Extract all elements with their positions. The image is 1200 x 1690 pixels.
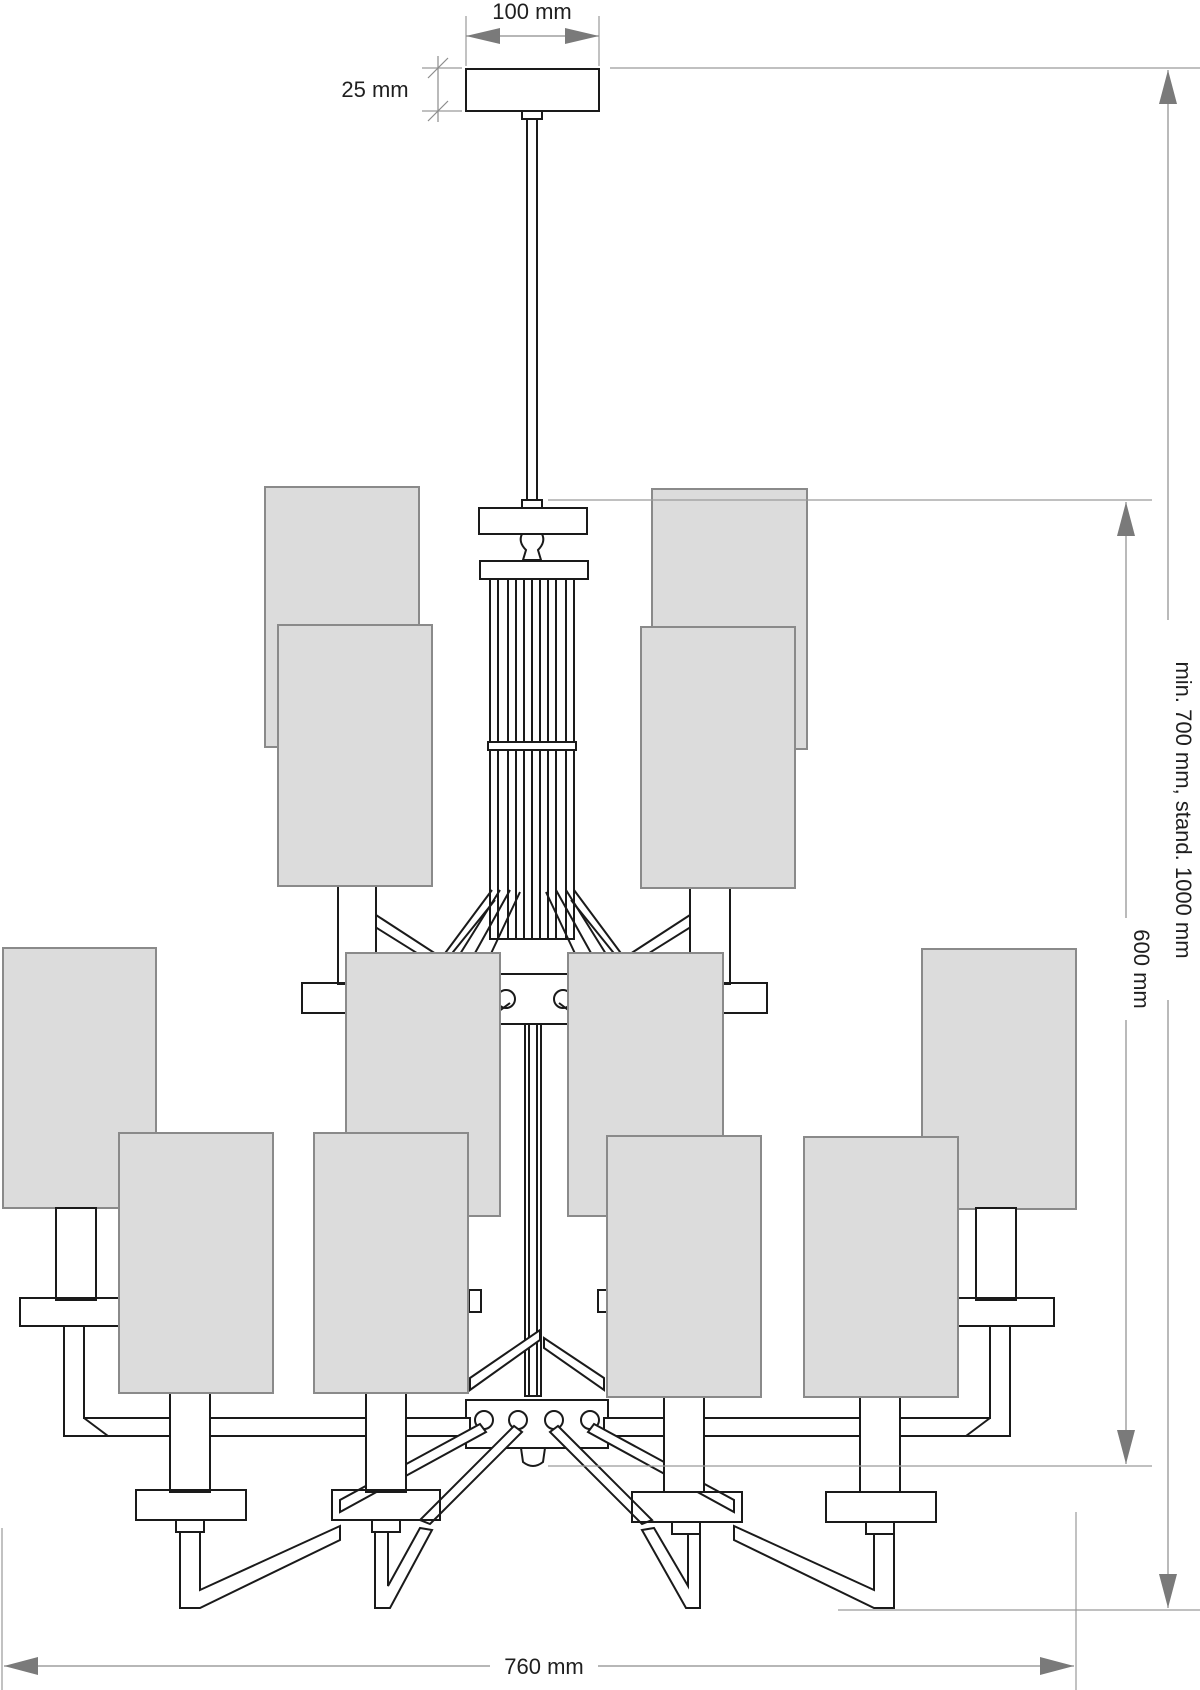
dimension-total-height: min. 700 mm, stand. 1000 mm [610, 67, 1200, 1611]
lower-front-shades [118, 1132, 959, 1398]
lamp-shade [640, 626, 796, 889]
outer-back-candles [19, 1207, 1055, 1327]
candle-sleeve [169, 1391, 211, 1493]
candle-sleeve [55, 1207, 97, 1301]
candle-cup [175, 1519, 205, 1533]
lower-front-candles [135, 1391, 937, 1535]
ceiling-canopy [465, 68, 600, 112]
crystal-ring [957, 1297, 1055, 1327]
dimension-canopy-height: 25 mm [341, 56, 462, 122]
total-height-label: min. 700 mm, stand. 1000 mm [1171, 661, 1196, 958]
candle-cup [371, 1519, 401, 1533]
dimension-canopy-width: 100 mm [465, 0, 600, 66]
crystal-ring [19, 1297, 121, 1327]
body-height-label: 600 mm [1129, 929, 1154, 1008]
candle-cup [865, 1521, 895, 1535]
candle-sleeve [663, 1395, 705, 1493]
canopy-width-label: 100 mm [492, 0, 571, 24]
lamp-shade [118, 1132, 274, 1394]
canopy-height-label: 25 mm [341, 77, 408, 102]
crystal-ring [468, 1289, 482, 1313]
dimension-total-width: 760 mm [1, 1512, 1077, 1690]
dimension-body-height: 600 mm [548, 499, 1154, 1467]
crystal-ring [825, 1491, 937, 1523]
lamp-shade [277, 624, 433, 887]
crystal-ring [135, 1489, 247, 1521]
upper-front-shades [277, 624, 796, 889]
candle-sleeve [975, 1207, 1017, 1301]
suspension-rod [521, 110, 543, 509]
lamp-shade [606, 1135, 762, 1398]
lamp-shade [313, 1132, 469, 1394]
candle-sleeve [859, 1395, 901, 1493]
candle-sleeve [365, 1391, 407, 1493]
candle-cup [671, 1521, 701, 1535]
total-width-label: 760 mm [504, 1654, 583, 1679]
crystal-ring [478, 507, 588, 535]
lamp-shade [803, 1136, 959, 1398]
